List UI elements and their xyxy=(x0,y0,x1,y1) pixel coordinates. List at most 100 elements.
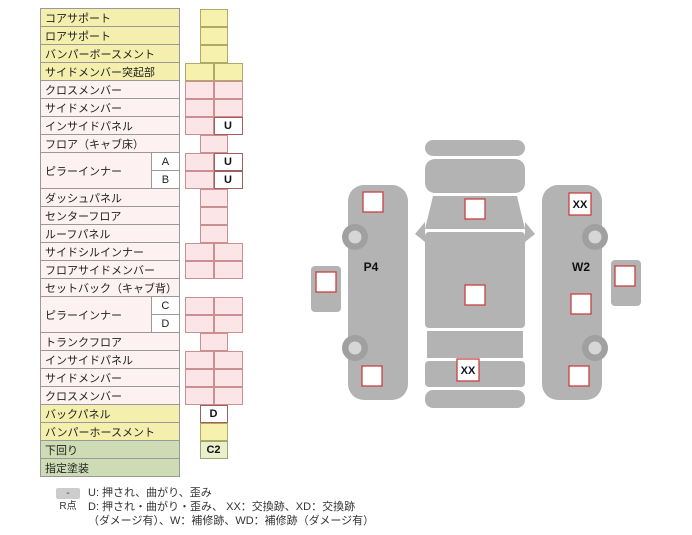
damage-marker xyxy=(456,358,480,382)
part-label: コアサポート xyxy=(40,8,180,27)
car-top-view xyxy=(415,140,535,408)
table-spacer xyxy=(179,98,185,117)
part-label: インサイドパネル xyxy=(40,116,180,135)
table-spacer xyxy=(179,116,185,135)
damage-cell-area xyxy=(184,152,214,171)
table-row: ダッシュパネル xyxy=(40,188,243,207)
damage-cell-area xyxy=(213,314,243,333)
part-label: インサイドパネル xyxy=(40,350,180,369)
damage-cell: U xyxy=(213,170,243,189)
damage-cell-area xyxy=(185,206,243,225)
part-label: サイドメンバー xyxy=(40,368,180,387)
table-row: インサイドパネル xyxy=(40,350,243,369)
damage-cell xyxy=(199,224,228,243)
body-label: W2 xyxy=(572,260,590,274)
table-spacer xyxy=(179,386,185,405)
part-label: ルーフパネル xyxy=(40,224,180,243)
table-spacer xyxy=(179,368,185,387)
part-label: トランクフロア xyxy=(40,332,180,351)
table-spacer xyxy=(179,152,185,171)
damage-cell-area xyxy=(185,26,243,45)
table-row: フロア（キャブ床） xyxy=(40,134,243,153)
part-label: クロスメンバー xyxy=(40,386,180,405)
part-label: 下回り xyxy=(40,440,180,459)
top-view-rear-bumper xyxy=(425,390,525,408)
left-front-wheel-hub xyxy=(348,230,362,244)
damage-marker xyxy=(315,271,337,293)
table-spacer xyxy=(179,350,185,369)
table-spacer xyxy=(179,422,185,441)
car-right-side-view xyxy=(542,185,641,400)
damage-cell-area xyxy=(184,368,214,387)
table-row: フロアサイドメンバー xyxy=(40,260,243,279)
table-spacer xyxy=(179,296,185,315)
part-label: 指定塗装 xyxy=(40,458,180,477)
damage-cell xyxy=(184,386,214,405)
body-label: P4 xyxy=(364,260,379,274)
table-spacer xyxy=(179,278,185,297)
damage-marker xyxy=(362,191,384,213)
right-mirror xyxy=(525,222,535,242)
table-row: セットバック（キャブ背） xyxy=(40,278,243,297)
damage-cell xyxy=(213,80,243,99)
damage-cell xyxy=(184,116,214,135)
part-sub-label: D xyxy=(150,314,181,333)
damage-cell-area xyxy=(184,314,214,333)
part-label: センターフロア xyxy=(40,206,180,225)
table-row: サイドメンバー xyxy=(40,368,243,387)
legend-text-d: D: 押され・曲がり・歪み、 XX：交換跡、XD：交換跡 xyxy=(88,501,356,513)
table-spacer xyxy=(179,314,185,333)
damage-cell-area xyxy=(184,116,214,135)
damage-cell-area xyxy=(184,260,214,279)
damage-cell xyxy=(213,296,243,315)
table-spacer xyxy=(179,8,185,27)
legend-text-u: U: 押され、曲がり、歪み xyxy=(88,487,212,499)
damage-cell-area xyxy=(213,350,243,369)
damage-cell xyxy=(213,368,243,387)
damage-cell-area xyxy=(184,296,214,315)
parts-table-body: コアサポートロアサポートバンパーボースメントサイドメンバー突起部クロスメンバーサ… xyxy=(40,8,243,477)
damage-cell-area xyxy=(213,62,243,81)
damage-cell-area: C2 xyxy=(185,440,243,459)
table-row: 下回り C2 xyxy=(40,440,243,459)
table-row: センターフロア xyxy=(40,206,243,225)
right-front-wheel-hub xyxy=(588,230,602,244)
top-view-front-bumper xyxy=(425,140,525,156)
damage-cell: C2 xyxy=(199,440,228,459)
damage-cell-area: D xyxy=(185,404,243,423)
damage-cell xyxy=(199,26,228,45)
damage-cell xyxy=(213,314,243,333)
table-spacer xyxy=(179,260,185,279)
damage-cell-area xyxy=(184,242,214,261)
damage-cell-area xyxy=(213,386,243,405)
damage-cell-area xyxy=(185,332,243,351)
table-row: トランクフロア xyxy=(40,332,243,351)
top-view-hood xyxy=(425,159,525,193)
damage-cell xyxy=(213,242,243,261)
table-spacer xyxy=(179,206,185,225)
damage-cell-area xyxy=(184,80,214,99)
damage-cell-area xyxy=(213,98,243,117)
damage-cell xyxy=(184,80,214,99)
table-spacer xyxy=(179,134,185,153)
part-label: クロスメンバー xyxy=(40,80,180,99)
damage-cell-area xyxy=(185,8,243,27)
table-row: インサイドパネル U xyxy=(40,116,243,135)
table-spacer xyxy=(179,224,185,243)
damage-cell-area: U xyxy=(213,152,243,171)
table-spacer xyxy=(179,44,185,63)
damage-cell-area: U xyxy=(213,170,243,189)
damage-marker xyxy=(464,198,486,220)
damage-cell xyxy=(184,170,214,189)
legend-line-1: - U: 押され、曲がり、歪み xyxy=(56,486,374,500)
damage-cell xyxy=(199,134,228,153)
table-spacer xyxy=(179,332,185,351)
damage-marker-label: XX xyxy=(461,365,476,377)
damage-cell: U xyxy=(213,116,243,135)
right-rear-wheel-hub xyxy=(588,341,602,355)
part-label: ダッシュパネル xyxy=(40,188,180,207)
damage-cell xyxy=(199,44,228,63)
top-view-roof xyxy=(425,232,525,328)
